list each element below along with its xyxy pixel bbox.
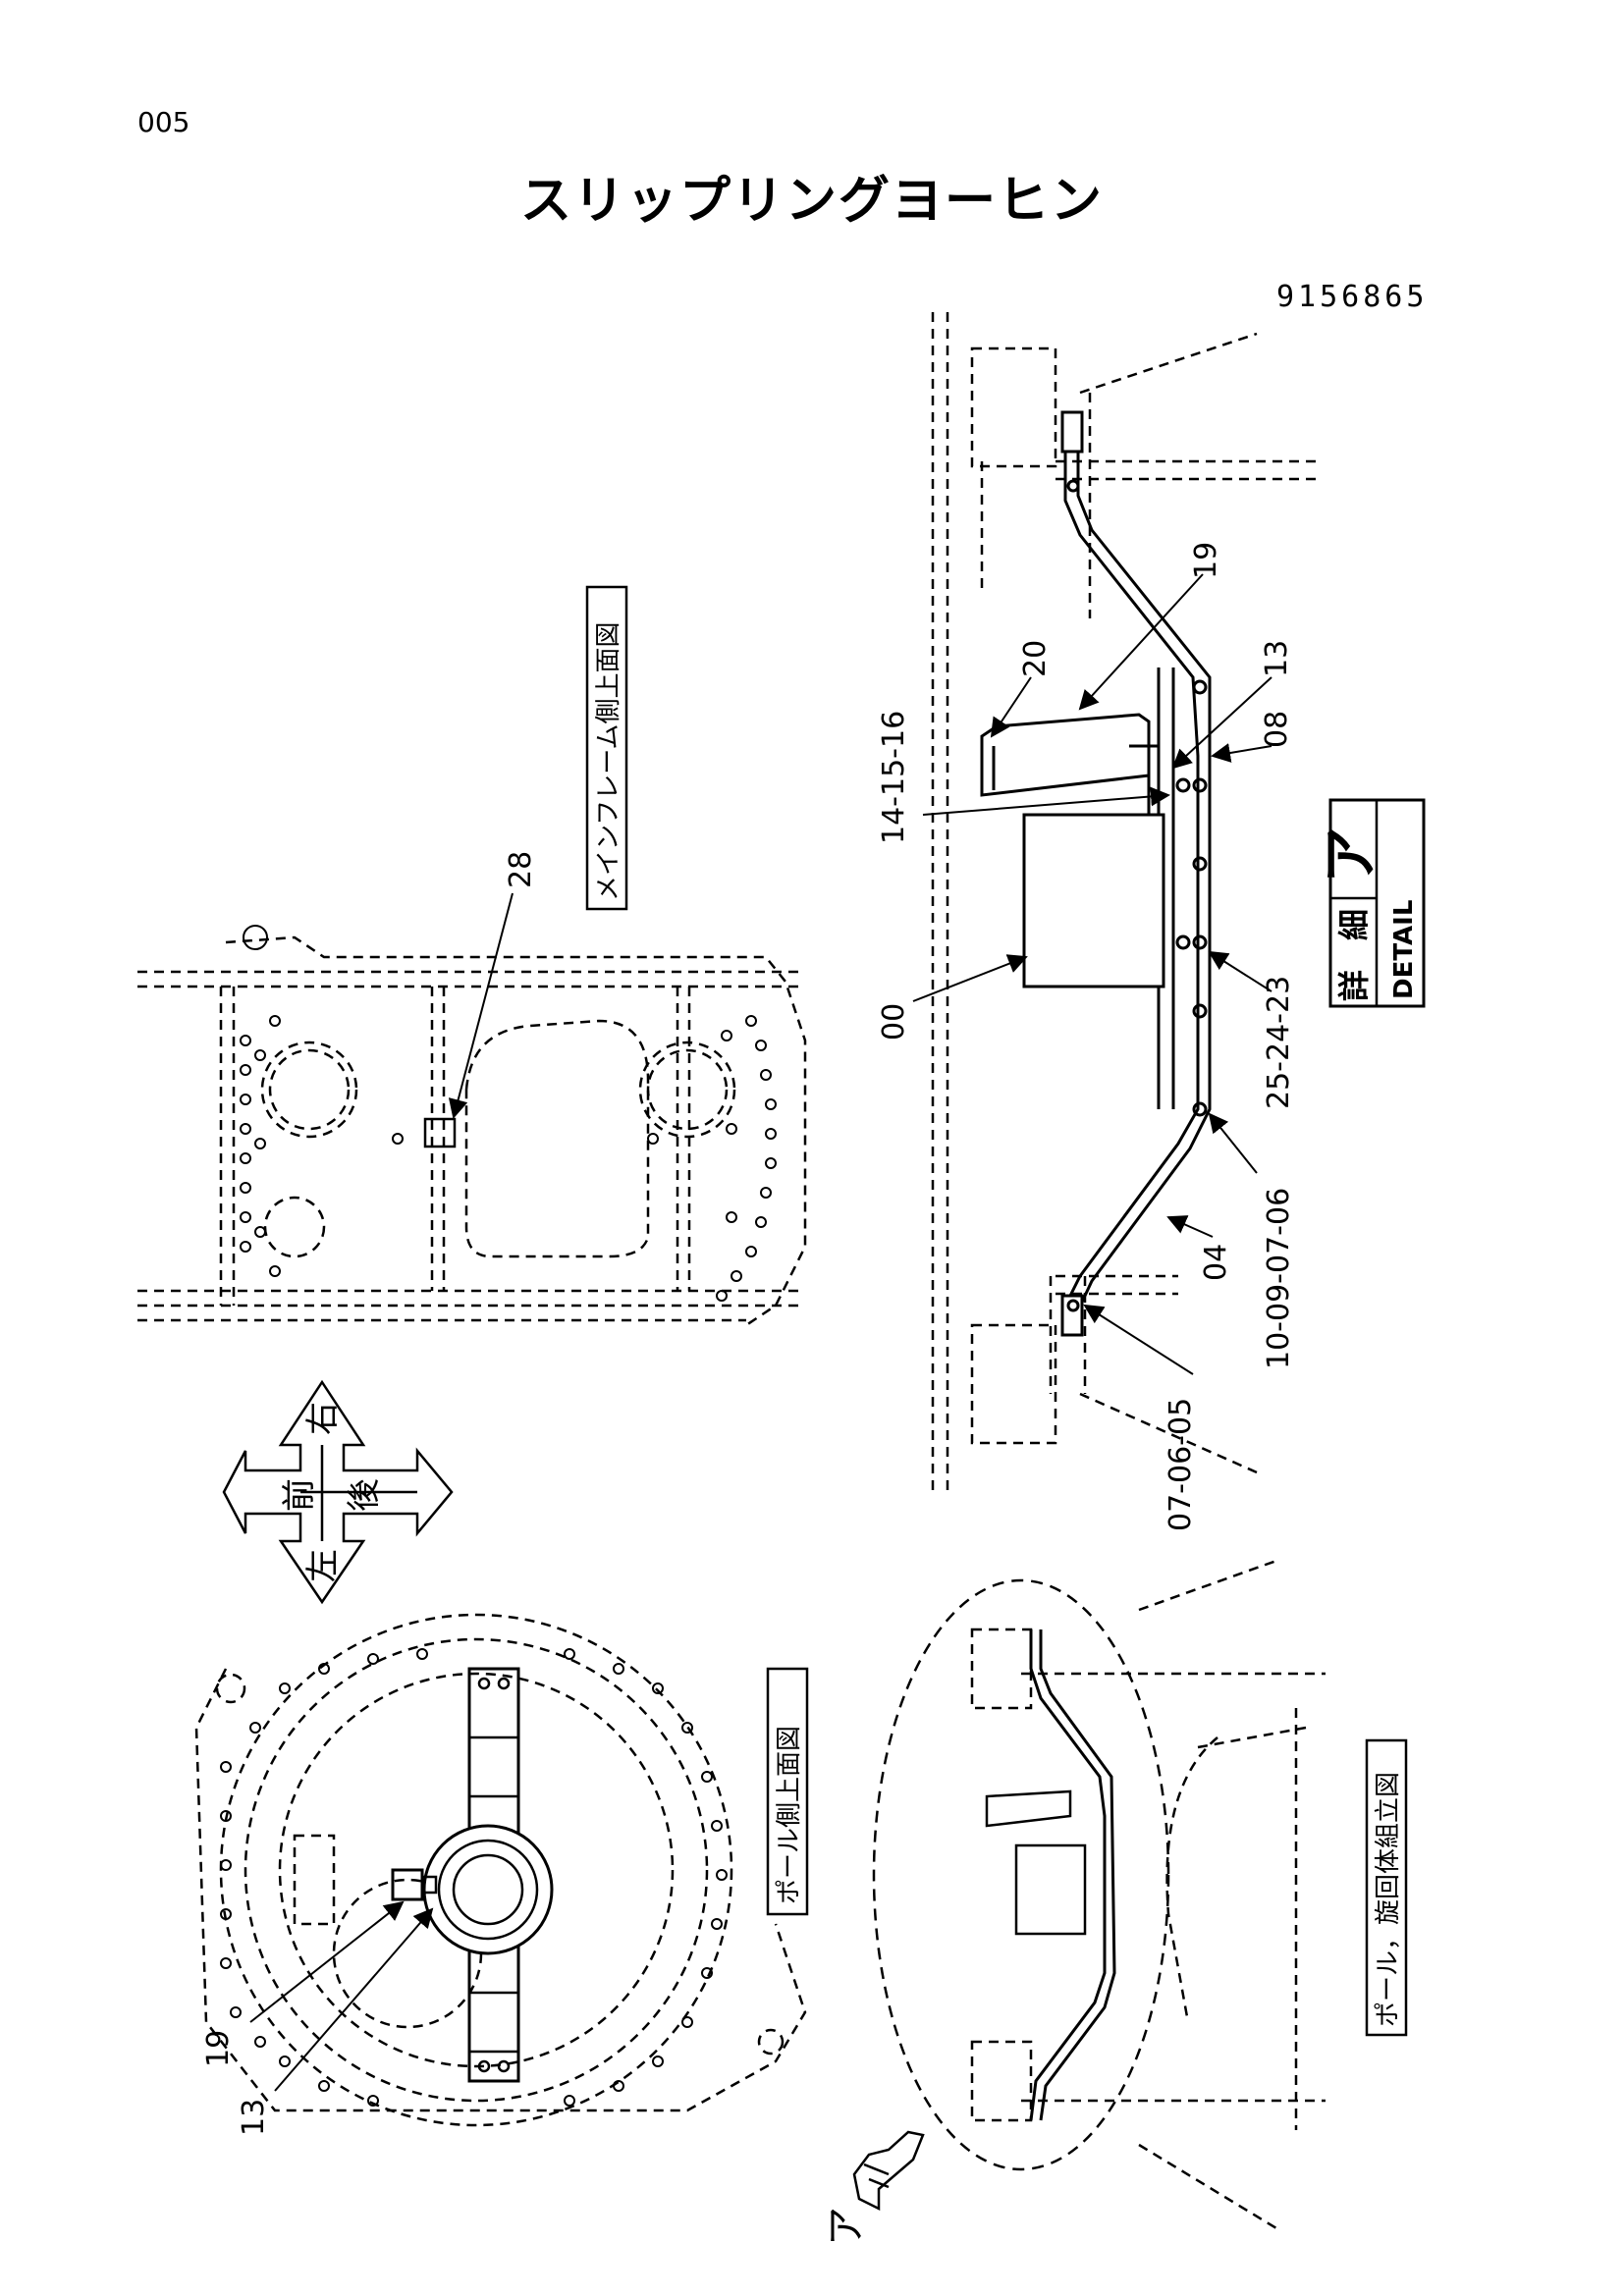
- slip-ring-location-marker: [423, 1117, 457, 1148]
- mainframe-label-box: メインフレーム側上面図: [585, 585, 628, 911]
- page-number: 005: [137, 106, 190, 138]
- svg-text:ポール，旋回体組立図: ポール，旋回体組立図: [1374, 1772, 1403, 2027]
- compass-rear: 後: [345, 1478, 384, 1512]
- svg-text:ポール側上面図: ポール側上面図: [775, 1726, 804, 1904]
- callout-detail-08: 08: [1260, 711, 1294, 748]
- callout-detail-10-09-07-06: 10-09-07-06: [1262, 1188, 1296, 1369]
- callout-detail-14-15-16: 14-15-16: [877, 711, 911, 844]
- assembly-label-box: ポール，旋回体組立図: [1365, 1738, 1408, 2037]
- compass-left: 左: [303, 1549, 343, 1582]
- svg-text:ア: ア: [1317, 827, 1383, 883]
- pointing-hand-icon: [852, 2130, 925, 2212]
- mainframe-holes: [240, 925, 777, 1302]
- svg-text:DETAIL: DETAIL: [1389, 900, 1419, 999]
- callout-detail-13: 13: [1260, 640, 1294, 677]
- detail-label-box: 詳 細 DETAIL ア: [1317, 798, 1426, 1008]
- callout-pole-19: 19: [201, 2030, 236, 2067]
- pole-top-view: [194, 1613, 807, 2127]
- leader-28: [448, 892, 514, 1119]
- callout-pole-13: 13: [237, 2099, 271, 2136]
- pole-bolt-circle: [220, 1648, 728, 2107]
- leader-pole-19: [249, 1900, 405, 2023]
- assembly-view: [872, 1559, 1326, 2230]
- mainframe-top-view: [137, 935, 807, 1327]
- callout-detail-25-24-23: 25-24-23: [1262, 976, 1296, 1109]
- callout-detail-19: 19: [1189, 542, 1223, 579]
- detail-view-structure: [931, 312, 1316, 1492]
- callout-detail-04: 04: [1199, 1244, 1233, 1281]
- direction-compass: [222, 1379, 454, 1605]
- svg-text:細: 細: [1335, 909, 1373, 940]
- callout-detail-07-06-05: 07-06-05: [1164, 1398, 1198, 1531]
- page-title: スリップリングヨーヒン: [519, 172, 1104, 231]
- callout-detail-20: 20: [1018, 640, 1053, 677]
- leader-pole-13: [274, 1907, 434, 2092]
- callout-detail-00: 00: [877, 1003, 911, 1041]
- callout-28: 28: [504, 851, 538, 888]
- svg-text:メインフレーム側上面図: メインフレーム側上面図: [594, 622, 623, 901]
- pole-label-box: ポール側上面図: [766, 1667, 809, 1916]
- compass-right: 右: [303, 1402, 343, 1435]
- pointer-mark: ア: [824, 2207, 869, 2246]
- compass-front: 前: [280, 1478, 319, 1512]
- svg-text:詳: 詳: [1335, 970, 1373, 1001]
- detail-leaders: [912, 573, 1272, 1375]
- slip-ring-bracket: [980, 410, 1212, 1337]
- part-number: 9156865: [1276, 280, 1429, 314]
